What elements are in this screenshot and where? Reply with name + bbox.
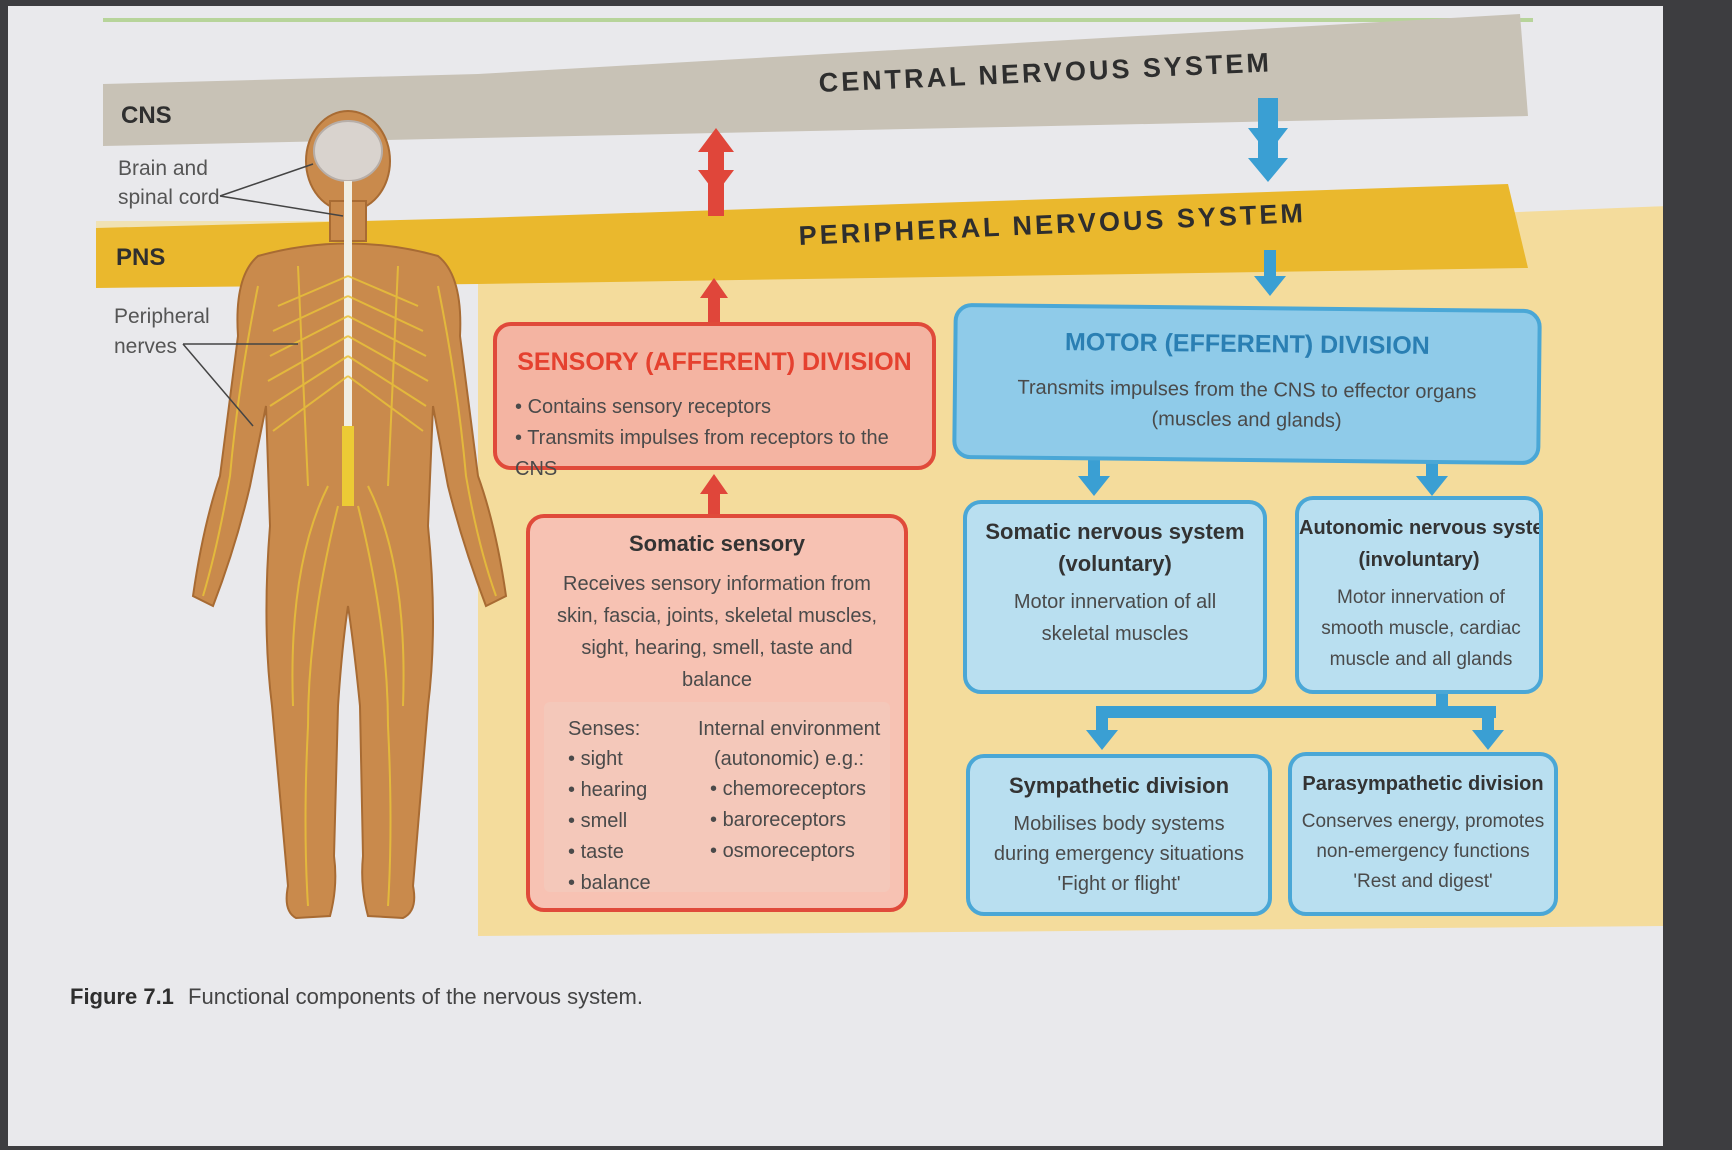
- senses-item: hearing: [568, 775, 651, 806]
- motor-division-box: MOTOR (EFFERENT) DIVISION Transmits impu…: [952, 302, 1542, 466]
- somatic-ns-title-1: Somatic nervous system: [985, 519, 1245, 544]
- sensory-bullet: Contains sensory receptors: [515, 392, 932, 423]
- sensory-bullets: Contains sensory receptors Transmits imp…: [515, 392, 932, 485]
- senses-title: Senses:: [568, 718, 641, 740]
- autonomic-ns-text: Motor innervation of smooth muscle, card…: [1321, 587, 1521, 670]
- sympathetic-title: Sympathetic division: [1008, 773, 1230, 798]
- sensory-division-box: SENSORY (AFFERENT) DIVISION Contains sen…: [493, 322, 936, 480]
- motor-division-title: MOTOR (EFFERENT) DIVISION: [1064, 328, 1430, 360]
- figure-label: Figure 7.1: [70, 984, 174, 1009]
- pns-side-text-2: nerves: [114, 335, 178, 358]
- cns-side-text-2: spinal cord: [118, 186, 220, 209]
- parasympathetic-text-1: Conserves energy, promotes: [1301, 811, 1545, 832]
- senses-item: smell: [568, 806, 651, 837]
- internal-item: baroreceptors: [710, 805, 866, 836]
- sympathetic-text-1: Mobilises body systems: [1013, 813, 1225, 835]
- autonomic-ns-box: Autonomic nervous system (involuntary) M…: [1295, 496, 1543, 694]
- internal-item: osmoreceptors: [710, 836, 866, 867]
- internal-title-1: Internal environment: [698, 718, 881, 740]
- cns-side-label: CNS: [121, 102, 172, 129]
- arrows-layer: [698, 98, 1504, 750]
- senses-item: sight: [568, 744, 651, 775]
- pns-side-text-1: Peripheral: [114, 305, 210, 328]
- parasympathetic-text-2: non-emergency functions: [1316, 841, 1530, 862]
- textbook-page: CENTRAL NERVOUS SYSTEM PERIPHERAL NERVOU…: [8, 6, 1663, 1146]
- parasympathetic-text-3: 'Rest and digest': [1353, 871, 1493, 892]
- sensory-bullet: Transmits impulses from receptors to the…: [515, 423, 932, 485]
- cns-side-text-1: Brain and: [118, 157, 208, 180]
- senses-item: taste: [568, 837, 651, 868]
- figure-caption: Figure 7.1 Functional components of the …: [70, 984, 643, 1010]
- motor-division-text-2: (muscles and glands): [1151, 408, 1342, 432]
- sympathetic-box: Sympathetic division Mobilises body syst…: [966, 754, 1272, 916]
- senses-item: balance: [568, 868, 651, 899]
- somatic-sensory-title: Somatic sensory: [628, 531, 806, 556]
- top-rule: [103, 18, 1533, 22]
- sympathetic-text-2: during emergency situations: [993, 843, 1245, 865]
- internal-item: chemoreceptors: [710, 774, 866, 805]
- somatic-sensory-text: Receives sensory information from skin, …: [556, 573, 878, 691]
- pns-side-label: PNS: [116, 244, 166, 271]
- sympathetic-text-3: 'Fight or flight': [1057, 873, 1181, 895]
- senses-list: sight hearing smell taste balance: [568, 744, 651, 899]
- internal-title-2: (autonomic) e.g.:: [714, 748, 865, 770]
- parasympathetic-title: Parasympathetic division: [1302, 773, 1544, 795]
- up-arrow-cns: [698, 128, 734, 194]
- sensory-division-title: SENSORY (AFFERENT) DIVISION: [517, 348, 912, 376]
- somatic-ns-title-2: (voluntary): [1058, 551, 1172, 576]
- autonomic-ns-title-1: Autonomic nervous system: [1299, 517, 1543, 539]
- somatic-sensory-box: Somatic sensory Receives sensory informa…: [526, 514, 908, 912]
- somatic-ns-box: Somatic nervous system (voluntary) Motor…: [963, 500, 1267, 694]
- parasympathetic-box: Parasympathetic division Conserves energ…: [1288, 752, 1558, 916]
- somatic-ns-text: Motor innervation of all skeletal muscle…: [1013, 591, 1217, 645]
- autonomic-ns-title-2: (involuntary): [1358, 549, 1480, 571]
- internal-list: chemoreceptors baroreceptors osmorecepto…: [710, 774, 866, 867]
- human-body-illustration: [182, 110, 508, 920]
- figure-caption-text: Functional components of the nervous sys…: [188, 984, 643, 1009]
